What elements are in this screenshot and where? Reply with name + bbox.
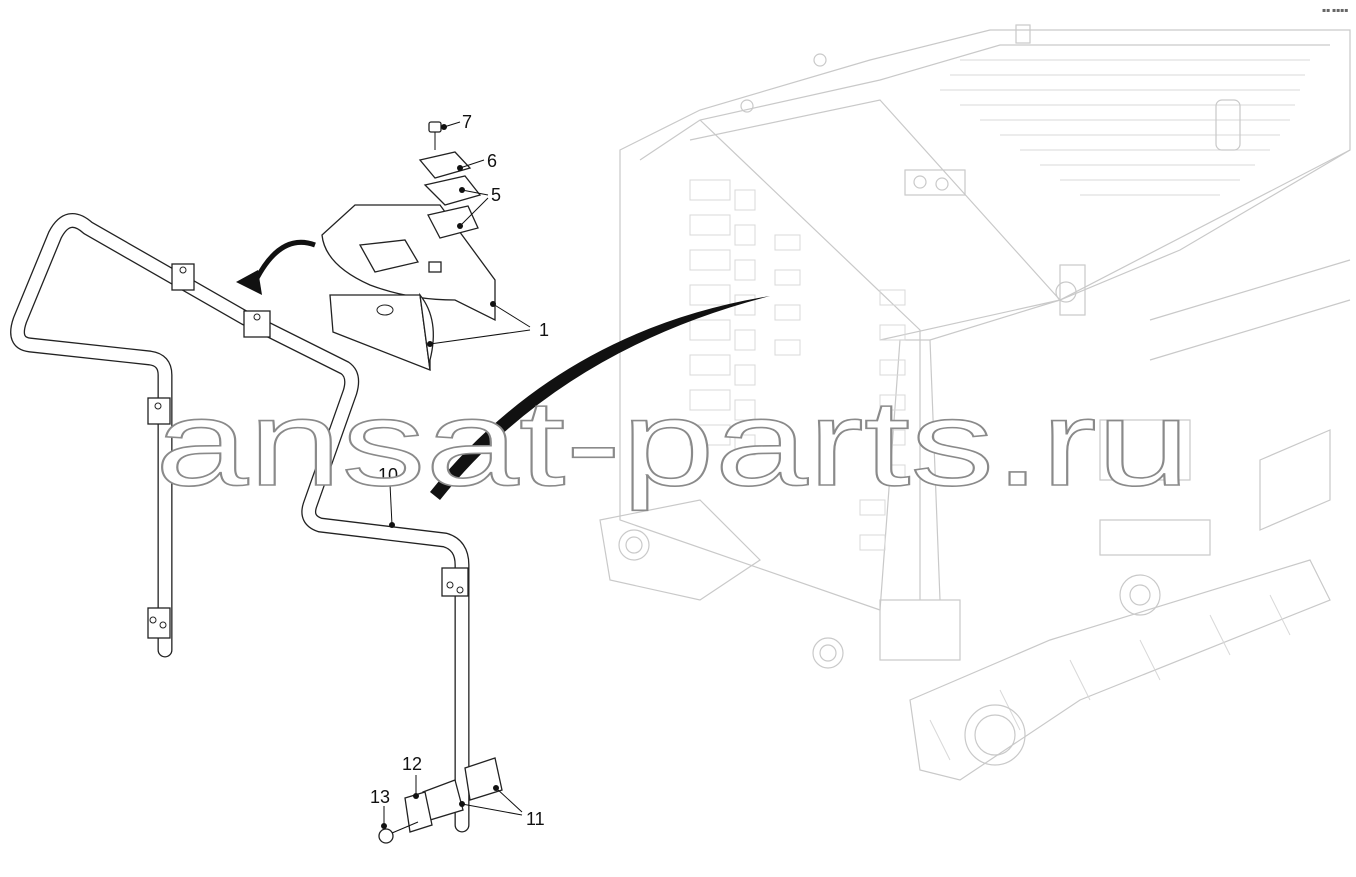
tube-clamp-c [147,397,171,425]
callout-7: 7 [462,112,472,132]
corner-code: ▪▪ ▪▪▪▪ [1322,7,1348,14]
callout-10: 10 [378,465,398,485]
plate-6 [418,151,472,179]
clamp-half-5-lower [427,205,479,239]
tube-clamp-b [243,310,271,338]
clamp-half-5-upper [423,175,482,206]
tube-clamp-d [147,607,171,639]
tube-clamp-a [171,263,195,291]
plate-12 [404,791,433,833]
callout-labels: 7 6 5 1 10 12 13 11 [370,112,549,829]
callout-13: 13 [370,787,390,807]
bolt-13 [378,821,419,844]
leader-dots [381,124,499,829]
clamp-fasteners-bottom [378,757,503,844]
callout-6: 6 [487,151,497,171]
callout-11: 11 [526,809,545,829]
clamp-half-11-upper [464,757,503,801]
leader-lines [383,121,531,826]
clamp-fasteners-top [418,121,482,273]
callout-1: 1 [539,320,549,340]
machine-ghost-drawing [599,24,1351,781]
tube-clamps [147,263,469,639]
rotation-arrow [236,239,316,295]
callout-5: 5 [491,185,501,205]
callout-12: 12 [402,754,422,774]
tube-clamp-e [441,567,469,597]
watermark-text: ansat-parts.ru [155,375,1190,511]
bolt-7 [428,121,442,150]
